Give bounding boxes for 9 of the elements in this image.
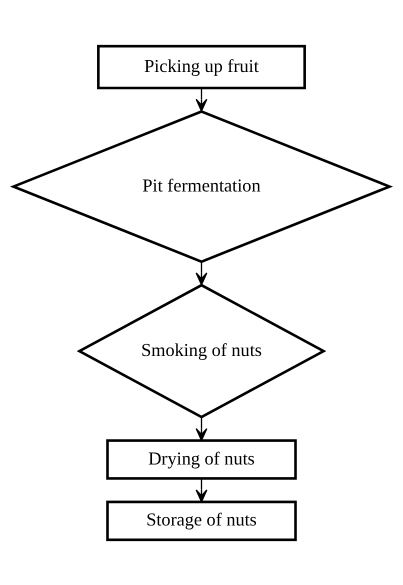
arrow <box>196 478 208 502</box>
node-diamond: Smoking of nuts <box>76 283 326 418</box>
node-diamond: Pit fermentation <box>10 110 394 263</box>
arrow <box>196 417 208 441</box>
arrow <box>196 88 208 112</box>
node-box: Picking up fruit <box>97 44 306 89</box>
node-box: Drying of nuts <box>106 438 297 480</box>
arrow <box>196 261 208 285</box>
node-box: Storage of nuts <box>106 500 297 541</box>
